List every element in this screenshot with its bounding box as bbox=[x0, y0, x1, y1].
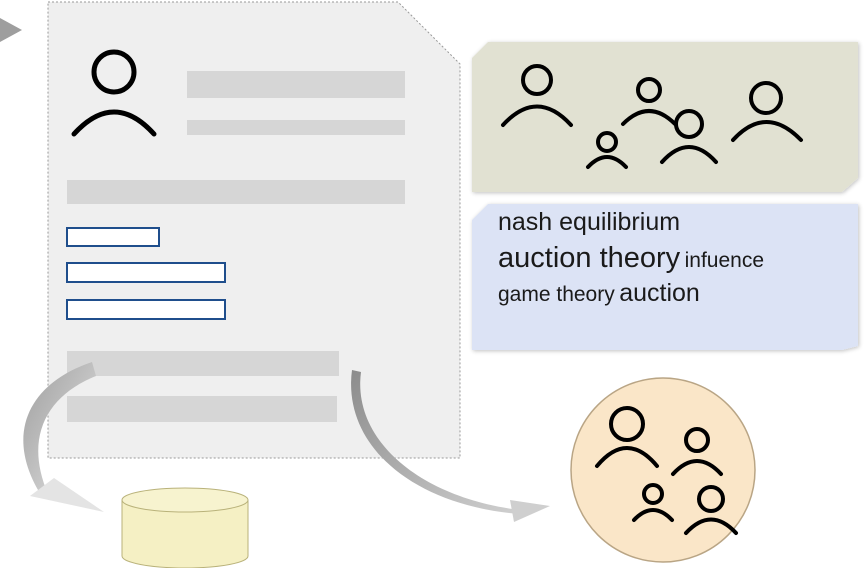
community-people-icon bbox=[595, 406, 738, 535]
keyword-game-theory: game theory bbox=[498, 283, 615, 306]
subtitle-placeholder bbox=[187, 120, 405, 135]
keyword-nash-equilibrium: nash equilibrium bbox=[498, 208, 681, 236]
outline-field-2 bbox=[66, 262, 226, 283]
people-group-icon bbox=[501, 64, 803, 169]
arrow-to-database-head bbox=[30, 478, 104, 512]
name-placeholder bbox=[187, 71, 405, 98]
keyword-auction-theory: auction theory bbox=[498, 242, 681, 274]
outline-field-1 bbox=[66, 227, 160, 247]
keyword-line-3: game theory auction bbox=[498, 281, 858, 306]
keyword-line-2: auction theory infuence bbox=[498, 244, 858, 273]
outline-field-3 bbox=[66, 299, 226, 320]
text-placeholder-2 bbox=[67, 351, 339, 376]
incoming-arrow bbox=[0, 18, 22, 42]
text-placeholder-1 bbox=[67, 180, 405, 204]
text-placeholder-3 bbox=[67, 396, 337, 422]
keyword-line-1: nash equilibrium bbox=[498, 210, 858, 235]
keyword-cloud: nash equilibrium auction theory infuence… bbox=[498, 210, 858, 306]
database-icon bbox=[121, 487, 249, 568]
profile-card bbox=[47, 1, 461, 459]
community-circle bbox=[570, 377, 756, 563]
keyword-panel bbox=[472, 204, 858, 350]
keyword-auction: auction bbox=[619, 279, 700, 307]
arrow-to-community-head bbox=[510, 500, 550, 522]
person-icon bbox=[71, 49, 157, 137]
keyword-infuence: infuence bbox=[684, 249, 765, 272]
arrow-to-database bbox=[23, 362, 96, 494]
